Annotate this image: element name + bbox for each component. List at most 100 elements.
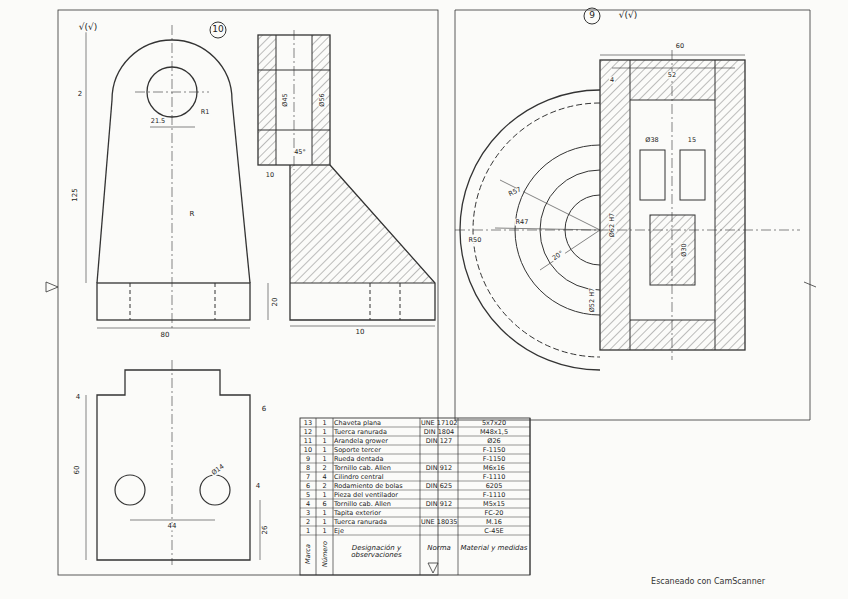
table-cell: Tapita exterior bbox=[334, 510, 419, 517]
table-cell: Tuerca ranurada bbox=[334, 519, 419, 526]
table-header: Designación y observaciones bbox=[334, 545, 419, 560]
table-cell: 1 bbox=[317, 519, 332, 526]
dimension-label: 80 bbox=[160, 332, 171, 339]
table-cell: 6 bbox=[301, 483, 315, 490]
table-cell: 7 bbox=[301, 474, 315, 481]
table-rule bbox=[300, 508, 530, 509]
table-cell: 1 bbox=[317, 447, 332, 454]
table-cell: 5x7x20 bbox=[459, 420, 529, 427]
dimension-label: 60 bbox=[675, 43, 685, 50]
dimension-label: 4 bbox=[609, 77, 615, 84]
table-cell: 1 bbox=[317, 429, 332, 436]
dimension-label: Ø45 bbox=[282, 92, 289, 107]
table-cell: Rodamiento de bolas bbox=[334, 483, 419, 490]
table-cell: 1 bbox=[317, 492, 332, 499]
table-cell: Chaveta plana bbox=[334, 420, 419, 427]
table-header: Marca bbox=[305, 544, 312, 564]
dimension-label: √(√) bbox=[618, 11, 639, 20]
dimension-label: 10 bbox=[211, 25, 224, 34]
table-cell: DIN 912 bbox=[421, 501, 457, 508]
table-cell: 4 bbox=[317, 474, 332, 481]
table-cell: DIN 912 bbox=[421, 465, 457, 472]
table-cell: M6x16 bbox=[459, 465, 529, 472]
dimension-label: 4 bbox=[75, 394, 81, 401]
table-cell: UNE 17102 bbox=[421, 420, 457, 427]
table-cell: Tuerca ranurada bbox=[334, 429, 419, 436]
dimension-label: √(√) bbox=[78, 23, 99, 32]
table-cell: M5x15 bbox=[459, 501, 529, 508]
table-cell: 8 bbox=[301, 465, 315, 472]
table-rule bbox=[300, 427, 530, 428]
table-cell: 3 bbox=[301, 510, 315, 517]
table-cell: 1 bbox=[317, 528, 332, 535]
table-cell: 13 bbox=[301, 420, 315, 427]
table-rule bbox=[300, 481, 530, 482]
table-cell: Ø26 bbox=[459, 438, 529, 445]
dimension-label: Ø30 bbox=[681, 242, 688, 257]
table-cell: Arandela grower bbox=[334, 438, 419, 445]
dimension-label: 15 bbox=[687, 137, 697, 144]
dimension-label: R50 bbox=[468, 237, 483, 244]
dimension-label: Ø56 bbox=[319, 92, 326, 107]
table-cell: 1 bbox=[317, 420, 332, 427]
table-rule bbox=[300, 454, 530, 455]
table-cell: Rueda dentada bbox=[334, 456, 419, 463]
table-cell: 1 bbox=[317, 438, 332, 445]
table-rule bbox=[300, 535, 530, 536]
table-rule bbox=[300, 463, 530, 464]
table-cell: 5 bbox=[301, 492, 315, 499]
dimension-label: 6 bbox=[261, 406, 267, 413]
dimension-label: 21.5 bbox=[150, 118, 166, 125]
table-rule bbox=[300, 526, 530, 527]
scanner-watermark: Escaneado con CamScanner bbox=[650, 578, 766, 586]
dimension-label: 44 bbox=[167, 523, 178, 530]
table-cell: C-45E bbox=[459, 528, 529, 535]
table-cell: 4 bbox=[301, 501, 315, 508]
table-cell: 6 bbox=[317, 501, 332, 508]
table-cell: 1 bbox=[317, 510, 332, 517]
table-cell: M48x1,5 bbox=[459, 429, 529, 436]
dimension-label: 20 bbox=[272, 297, 279, 308]
dimension-label: 9 bbox=[588, 11, 596, 20]
table-cell: F-1110 bbox=[459, 474, 529, 481]
dimension-label: 4 bbox=[255, 483, 261, 490]
table-cell: 1 bbox=[317, 456, 332, 463]
table-cell: Cilindro central bbox=[334, 474, 419, 481]
table-cell: M.16 bbox=[459, 519, 529, 526]
dimension-label: 20° bbox=[551, 249, 566, 262]
table-cell: 2 bbox=[317, 465, 332, 472]
table-cell: DIN 625 bbox=[421, 483, 457, 490]
dimension-label: Ø62 H7 bbox=[609, 212, 616, 238]
dimension-label: 10 bbox=[355, 329, 366, 336]
table-cell: 12 bbox=[301, 429, 315, 436]
table-rule bbox=[300, 517, 530, 518]
table-cell: Pieza del ventilador bbox=[334, 492, 419, 499]
table-cell: Tornillo cab. Allen bbox=[334, 501, 419, 508]
dimension-label: 26 bbox=[262, 525, 269, 536]
dimension-label: R57 bbox=[507, 186, 523, 198]
table-cell: FC-20 bbox=[459, 510, 529, 517]
table-header: Norma bbox=[421, 545, 457, 552]
table-cell: 9 bbox=[301, 456, 315, 463]
table-cell: 1 bbox=[301, 528, 315, 535]
dimension-label: 52 bbox=[667, 72, 677, 79]
table-cell: 11 bbox=[301, 438, 315, 445]
table-header: Número bbox=[321, 541, 328, 567]
table-cell: 2 bbox=[317, 483, 332, 490]
table-cell: DIN 1804 bbox=[421, 429, 457, 436]
table-cell: 2 bbox=[301, 519, 315, 526]
table-rule bbox=[300, 445, 530, 446]
table-header: Material y medidas bbox=[459, 545, 529, 552]
dimension-label: 125 bbox=[72, 187, 79, 202]
table-cell: F-1150 bbox=[459, 456, 529, 463]
table-cell: Soporte tercer bbox=[334, 447, 419, 454]
table-cell: Tornillo cab. Allen bbox=[334, 465, 419, 472]
table-cell: F-1110 bbox=[459, 492, 529, 499]
table-cell: 6205 bbox=[459, 483, 529, 490]
dimension-label: Ø38 bbox=[644, 137, 659, 144]
table-cell: Eje bbox=[334, 528, 419, 535]
dimension-label: 10 bbox=[265, 172, 275, 179]
table-cell: DIN 127 bbox=[421, 438, 457, 445]
